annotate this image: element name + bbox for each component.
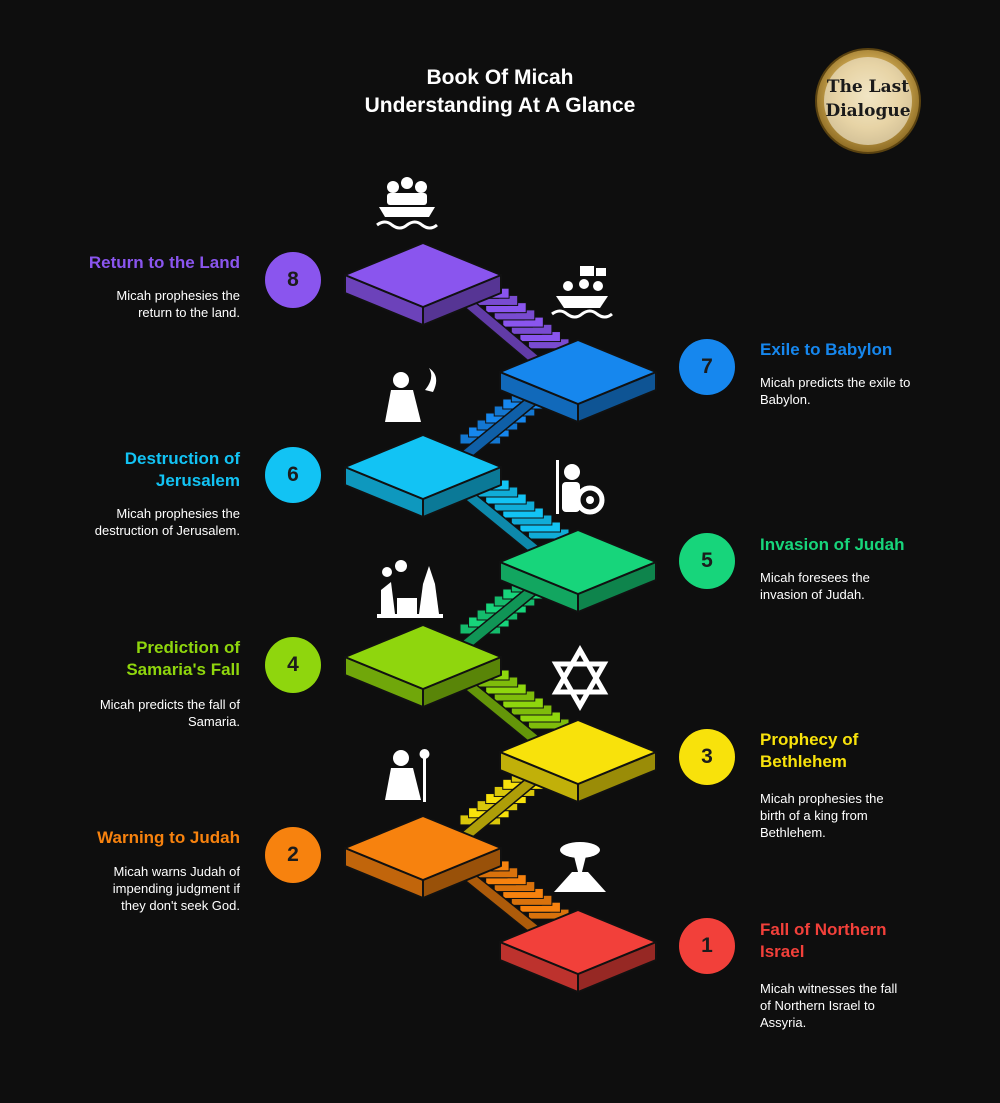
step-3-description-line: birth of a king from xyxy=(760,808,868,823)
step-4-description: Micah predicts the fall of Samaria. xyxy=(20,696,240,730)
step-5-number: 5 xyxy=(701,549,713,572)
step-2-description-line: Micah warns Judah of xyxy=(113,864,240,879)
step-5-heading-line: Invasion of Judah xyxy=(760,535,905,554)
ruined-city-icon xyxy=(377,560,443,618)
step-4-heading-line: Samaria's Fall xyxy=(126,660,240,679)
step-6-description-line: Micah prophesies the xyxy=(116,506,240,521)
page-title: Book Of Micah xyxy=(426,66,574,89)
step-6-description: Micah prophesies the destruction of Jerus… xyxy=(20,505,240,539)
step-6-number: 6 xyxy=(287,463,299,486)
figure-fire-icon xyxy=(385,368,437,422)
people-boat-icon xyxy=(376,177,438,230)
platform-3 xyxy=(499,719,657,803)
step-8-description-line: return to the land. xyxy=(138,305,240,320)
platform-6 xyxy=(344,434,502,518)
step-1-heading-line: Fall of Northern xyxy=(760,920,887,939)
soldier-shield-icon xyxy=(556,460,605,515)
step-4-number: 4 xyxy=(287,653,299,676)
step-6-heading-line: Destruction of xyxy=(124,449,240,468)
step-3-heading-line: Prophecy of xyxy=(760,730,859,749)
logo: The Last Dialogue xyxy=(815,48,921,154)
step-5-description-line: invasion of Judah. xyxy=(760,587,865,602)
step-1-description-line: Assyria. xyxy=(760,1015,807,1030)
logo-emblem-icon xyxy=(815,48,921,154)
platform-1 xyxy=(499,909,657,993)
platform-7 xyxy=(499,339,657,423)
step-5-description-line: Micah foresees the xyxy=(760,570,870,585)
exile-boat-icon xyxy=(551,266,613,319)
step-1-number: 1 xyxy=(701,934,713,957)
platform-4 xyxy=(344,624,502,708)
step-4-badge: 4 xyxy=(265,637,321,693)
step-3-badge: 3 xyxy=(679,729,735,785)
step-7-description: Micah predicts the exile to Babylon. xyxy=(760,374,980,408)
prophet-staff-icon xyxy=(385,749,430,802)
step-5-description: Micah foresees the invasion of Judah. xyxy=(760,569,980,603)
step-6-heading-line: Jerusalem xyxy=(155,471,240,490)
step-4-heading-line: Prediction of xyxy=(136,638,240,657)
step-7-heading: Exile to Babylon xyxy=(760,339,980,361)
step-3-description: Micah prophesies the birth of a king from… xyxy=(760,790,980,841)
step-2-description-line: impending judgment if xyxy=(112,881,240,896)
step-3-number: 3 xyxy=(701,745,713,768)
volcano-hourglass-icon xyxy=(554,842,606,892)
step-1-description: Micah witnesses the fall of Northern Isra… xyxy=(760,980,980,1031)
logo-text-line2: Dialogue xyxy=(825,101,911,121)
step-8-description: Micah prophesies the return to the land. xyxy=(20,287,240,321)
platform-5 xyxy=(499,529,657,613)
step-4-description-line: Samaria. xyxy=(187,714,240,729)
step-5-badge: 5 xyxy=(679,533,735,589)
step-2-badge: 2 xyxy=(265,827,321,883)
step-7-description-line: Babylon. xyxy=(760,392,811,407)
platform-8 xyxy=(344,242,502,326)
step-8-badge: 8 xyxy=(265,252,321,308)
logo-text-line1: The Last xyxy=(826,77,910,97)
star-of-david-icon xyxy=(551,644,609,712)
step-1-description-line: of Northern Israel to xyxy=(760,998,875,1013)
step-2-number: 2 xyxy=(287,843,299,866)
step-8-description-line: Micah prophesies the xyxy=(116,288,240,303)
step-1-badge: 1 xyxy=(679,918,735,974)
step-6-badge: 6 xyxy=(265,447,321,503)
step-6-description-line: destruction of Jerusalem. xyxy=(94,523,240,538)
step-7-heading-line: Exile to Babylon xyxy=(760,340,893,359)
step-7-badge: 7 xyxy=(679,339,735,395)
step-4-heading: Prediction of Samaria's Fall xyxy=(20,637,240,681)
step-7-description-line: Micah predicts the exile to xyxy=(760,375,911,390)
step-8-heading-line: Return to the Land xyxy=(88,253,240,272)
step-7-number: 7 xyxy=(701,355,713,378)
step-3-heading: Prophecy of Bethlehem xyxy=(760,729,980,773)
step-6-heading: Destruction of Jerusalem xyxy=(20,448,240,492)
step-3-description-line: Bethlehem. xyxy=(760,825,826,840)
step-2-description-line: they don't seek God. xyxy=(121,898,240,913)
step-2-heading-line: Warning to Judah xyxy=(97,828,240,847)
step-5-heading: Invasion of Judah xyxy=(760,534,980,556)
step-1-description-line: Micah witnesses the fall xyxy=(760,981,898,996)
step-2-description: Micah warns Judah of impending judgment i… xyxy=(20,863,240,914)
platform-2 xyxy=(344,815,502,899)
step-3-heading-line: Bethlehem xyxy=(760,752,847,771)
step-3-description-line: Micah prophesies the xyxy=(760,791,884,806)
step-8-number: 8 xyxy=(287,268,299,291)
step-1-heading-line: Israel xyxy=(760,942,805,961)
step-4-description-line: Micah predicts the fall of xyxy=(99,697,240,712)
page-subtitle: Understanding At A Glance xyxy=(364,94,636,117)
step-2-heading: Warning to Judah xyxy=(20,827,240,849)
step-8-heading: Return to the Land xyxy=(20,252,240,274)
